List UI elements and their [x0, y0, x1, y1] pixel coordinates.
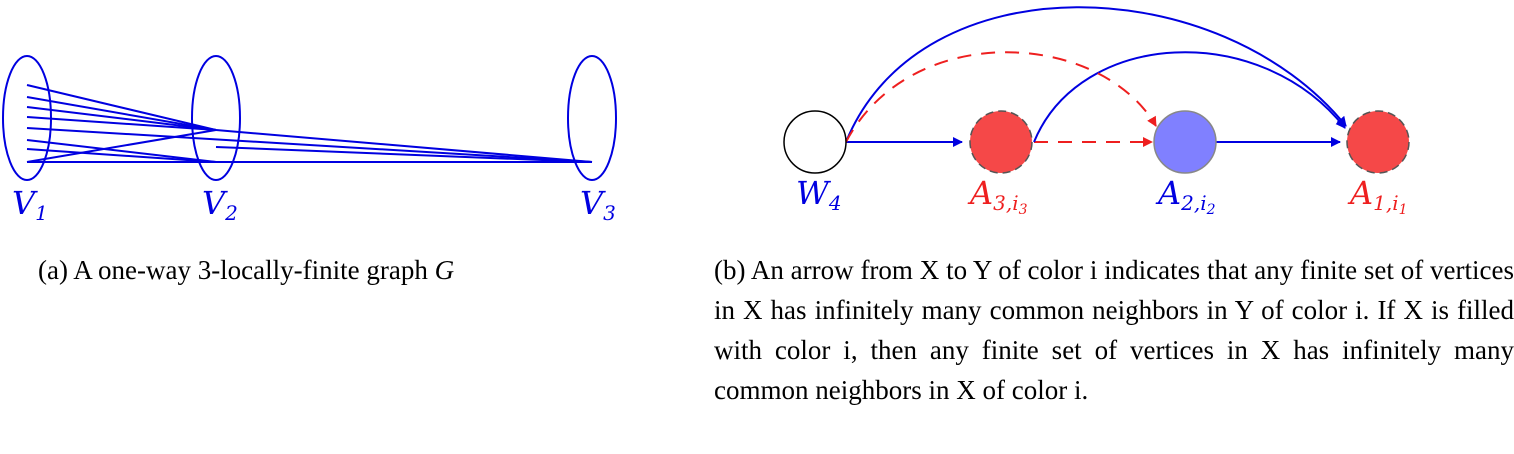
label-v3: V3	[580, 184, 616, 225]
label-v1: V1	[12, 184, 48, 225]
label-a1: A1,i1	[1347, 174, 1408, 218]
panel-a-graph: V1 V2 V3 (a) A one-way 3-locally-finite …	[0, 0, 640, 454]
caption-a: (a) A one-way 3-locally-finite graph G	[38, 255, 455, 285]
vertex-set-v2	[191, 55, 241, 181]
node-a1	[1346, 110, 1410, 174]
edge-a3-to-a1-curve	[1033, 51, 1346, 143]
label-a2: A2,i2	[1155, 174, 1216, 218]
graph-g-diagram: V1 V2 V3	[2, 55, 617, 225]
label-w4: W4	[796, 174, 842, 215]
edge-w4-to-a2-curve-red	[845, 51, 1157, 143]
graph-edges	[26, 84, 593, 163]
caption-b: (b) An arrow from X to Y of color i indi…	[714, 255, 1514, 405]
node-a2	[1153, 110, 1217, 174]
label-a3: A3,i3	[967, 174, 1028, 218]
edge-w4-to-a1-curve	[845, 6, 1347, 143]
panel-b-diagram: W4 A3,i3 A2,i2 A1,i1 (b) An arrow from X…	[700, 0, 1514, 454]
node-a3	[969, 110, 1033, 174]
label-v2: V2	[202, 184, 238, 225]
color-arrow-diagram: W4 A3,i3 A2,i2 A1,i1	[783, 6, 1410, 218]
node-w4	[783, 110, 847, 174]
vertex-set-v3	[567, 55, 617, 181]
